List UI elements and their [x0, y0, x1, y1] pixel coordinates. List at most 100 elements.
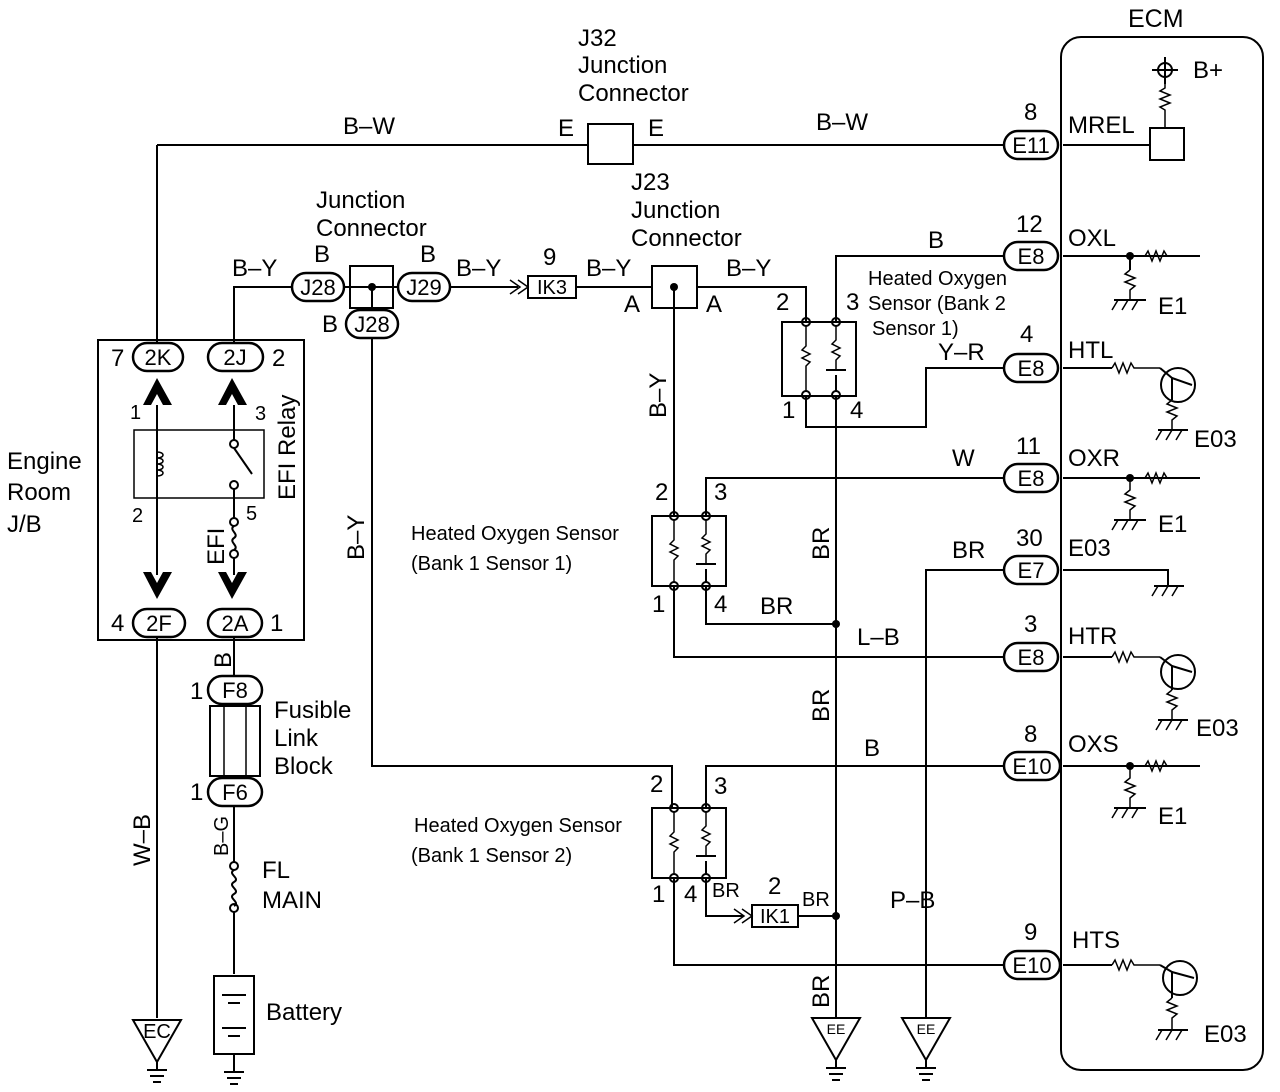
- jb-label-2: Room: [7, 479, 71, 506]
- wire-bw-right: B–W: [816, 109, 868, 136]
- bank2-label-2: Sensor (Bank 2: [868, 293, 1006, 315]
- e1-ground-2: E1: [1158, 511, 1187, 538]
- e03-ground-1: E03: [1194, 426, 1237, 453]
- wire-lb-htr: L–B: [857, 624, 900, 651]
- wire-b-oxs: B: [864, 735, 880, 762]
- fusible-link-block: B F8 1 F6 1 Fusible Link Block: [190, 652, 351, 808]
- pin-hts: 9: [1024, 919, 1037, 946]
- connector-e8-oxr: E8: [1018, 466, 1045, 491]
- connector-e11: E11: [1012, 133, 1050, 158]
- ik1-pin: 2: [768, 873, 781, 900]
- wire-b-vertical: B: [210, 652, 237, 668]
- pin-htr: 3: [1024, 611, 1037, 638]
- ik1-label: IK1: [760, 906, 790, 928]
- connector-f8: F8: [222, 678, 248, 703]
- wire-by-2: B–Y: [456, 255, 501, 282]
- wire-br-ik1-in: BR: [712, 880, 740, 902]
- j32-junction: J32 Junction Connector E E: [558, 25, 689, 165]
- pin-4: 4: [111, 610, 124, 637]
- bank1s1-pin-1: 1: [652, 591, 665, 618]
- pin-oxl: 12: [1016, 211, 1043, 238]
- ik3-connector: IK3 9: [527, 244, 577, 299]
- oxl-terminal: OXL: [1068, 225, 1116, 252]
- relay-pin-5: 5: [246, 503, 257, 525]
- relay-pin-3: 3: [255, 403, 266, 425]
- bank2-label-3: Sensor 1): [872, 318, 959, 340]
- bank2-pin-4: 4: [850, 397, 863, 424]
- ecm-block: ECM B+ MREL OXL E1 HTL E03: [1060, 5, 1264, 1071]
- relay-pin-2: 2: [132, 505, 143, 527]
- e03-terminal: E03: [1068, 535, 1111, 562]
- junction-label-2: Connector: [316, 215, 427, 242]
- fl-main-label: FL: [262, 857, 290, 884]
- fl-main-label-2: MAIN: [262, 887, 322, 914]
- ground-ec: W–B EC: [129, 814, 183, 1083]
- wire-by-vertical-2: B–Y: [343, 515, 370, 560]
- connector-2j: 2J: [223, 345, 246, 370]
- connector-e8-htl: E8: [1018, 356, 1045, 381]
- j32-pin-left: E: [558, 115, 574, 142]
- ecm-title: ECM: [1128, 5, 1184, 33]
- bank2-pin-1: 1: [782, 397, 795, 424]
- e03-ground-3: E03: [1204, 1021, 1247, 1048]
- wire-bw-left: B–W: [343, 113, 395, 140]
- wire-br-vertical-3: BR: [808, 975, 835, 1008]
- htl-terminal: HTL: [1068, 337, 1113, 364]
- j29-connector: J29: [406, 275, 441, 300]
- bank1s2-pin-3: 3: [714, 773, 727, 800]
- ik1-connector: IK1 2: [751, 873, 799, 928]
- wire-by-3: B–Y: [586, 255, 631, 282]
- f6-pin: 1: [190, 779, 203, 806]
- bank1s2-pin-4: 4: [684, 881, 697, 908]
- efi-relay-label: EFI Relay: [274, 395, 301, 500]
- wire-br-vertical-1: BR: [808, 527, 835, 560]
- connector-2k: 2K: [145, 345, 172, 370]
- ec-ground-label: EC: [143, 1021, 171, 1043]
- connector-e10-hts: E10: [1012, 953, 1051, 978]
- wire-yr-htl: Y–R: [938, 339, 985, 366]
- wire-br-sensor1: BR: [760, 593, 793, 620]
- b-plus-label: B+: [1193, 57, 1223, 84]
- sensor-bank1-s2: 2 3 1 4 Heated Oxygen Sensor (Bank 1 Sen…: [411, 771, 727, 908]
- sensor-bank1-s1: 2 3 1 4 Heated Oxygen Sensor (Bank 1 Sen…: [411, 479, 727, 618]
- e1-ground-1: E1: [1158, 293, 1187, 320]
- htr-terminal: HTR: [1068, 623, 1117, 650]
- pin-7: 7: [111, 345, 124, 372]
- bank1s1-pin-4: 4: [714, 591, 727, 618]
- battery: Battery: [213, 975, 342, 1085]
- wire-bg-label: B–G: [211, 816, 233, 856]
- bank1s1-label-2: (Bank 1 Sensor 1): [411, 553, 572, 575]
- wire-b-oxl: B: [928, 227, 944, 254]
- e03-ground-2: E03: [1196, 715, 1239, 742]
- pin-htl: 4: [1020, 321, 1033, 348]
- relay-pin-1: 1: [130, 402, 141, 424]
- j32-label-2: Junction: [578, 52, 667, 79]
- j28-connector: J28: [300, 275, 335, 300]
- ground-ee-2: EE: [900, 1017, 952, 1081]
- j23-pin-right: A: [706, 291, 722, 318]
- bank1s2-pin-1: 1: [652, 881, 665, 908]
- oxr-terminal: OXR: [1068, 445, 1120, 472]
- connector-e8-oxl: E8: [1018, 244, 1045, 269]
- connector-e10-oxs: E10: [1012, 754, 1051, 779]
- junction-pin-b-left: B: [314, 241, 330, 268]
- j32-pin-right: E: [648, 115, 664, 142]
- wire-by-vertical: B–Y: [645, 373, 672, 418]
- j32-label-3: Connector: [578, 80, 689, 107]
- bank2-pin-2: 2: [776, 289, 789, 316]
- bank1s2-pin-2: 2: [650, 771, 663, 798]
- engine-room-jb: Engine Room J/B 2K 7 2J 2 1 2 3 5 EFI Re…: [7, 339, 305, 641]
- wires: [156, 144, 1004, 1018]
- pin-e03: 30: [1016, 525, 1043, 552]
- oxs-terminal: OXS: [1068, 731, 1119, 758]
- junction-pin-b-bottom: B: [322, 311, 338, 338]
- pin-mrel: 8: [1024, 99, 1037, 126]
- ee-ground-label-1: EE: [827, 1021, 846, 1037]
- jb-label-3: J/B: [7, 511, 42, 538]
- j23-junction: J23 Junction Connector A A: [624, 169, 742, 318]
- fusible-label-2: Link: [274, 725, 319, 752]
- wire-br-e7: BR: [952, 537, 985, 564]
- j23-pin-left: A: [624, 291, 640, 318]
- ik3-label: IK3: [537, 277, 567, 299]
